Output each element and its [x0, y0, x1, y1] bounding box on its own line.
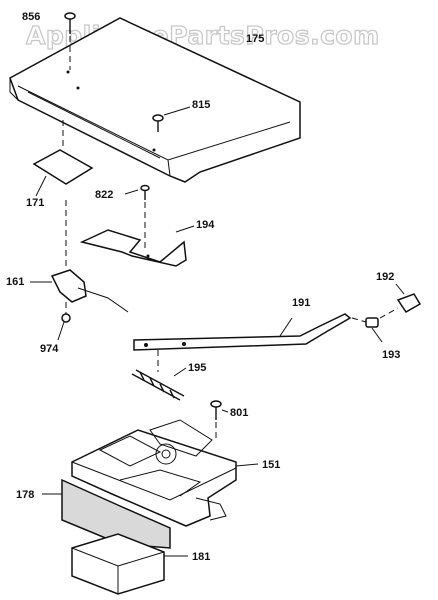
label-195: 195: [188, 362, 206, 374]
label-151: 151: [262, 459, 280, 471]
label-171: 171: [26, 197, 44, 209]
screw-815[interactable]: [152, 106, 191, 132]
screw-822[interactable]: [124, 184, 150, 251]
insulator-171[interactable]: [32, 120, 94, 197]
label-193: 193: [382, 349, 400, 361]
label-822: 822: [95, 189, 113, 201]
label-175: 175: [246, 33, 264, 45]
spring-195[interactable]: [131, 350, 187, 401]
clip-193[interactable]: [351, 317, 383, 343]
label-192: 192: [376, 271, 394, 283]
insulation-178[interactable]: [42, 478, 171, 549]
label-801: 801: [230, 407, 248, 419]
label-178: 178: [16, 489, 34, 501]
switch-161[interactable]: [30, 200, 129, 314]
knob-192[interactable]: [379, 283, 422, 319]
label-161: 161: [6, 276, 24, 288]
cover-panel-175[interactable]: [9, 17, 301, 183]
label-191: 191: [292, 297, 310, 309]
label-856: 856: [22, 11, 40, 23]
rod-191[interactable]: [133, 313, 352, 351]
latch-mechanism-151[interactable]: [71, 419, 259, 527]
nut-974[interactable]: [57, 313, 71, 341]
screw-856[interactable]: [64, 12, 76, 70]
bracket-194[interactable]: [79, 225, 195, 267]
screw-801[interactable]: [210, 400, 229, 440]
label-974: 974: [40, 343, 59, 355]
label-181: 181: [192, 551, 210, 563]
label-815: 815: [192, 99, 210, 111]
block-181[interactable]: [71, 533, 188, 595]
label-194: 194: [196, 219, 215, 231]
